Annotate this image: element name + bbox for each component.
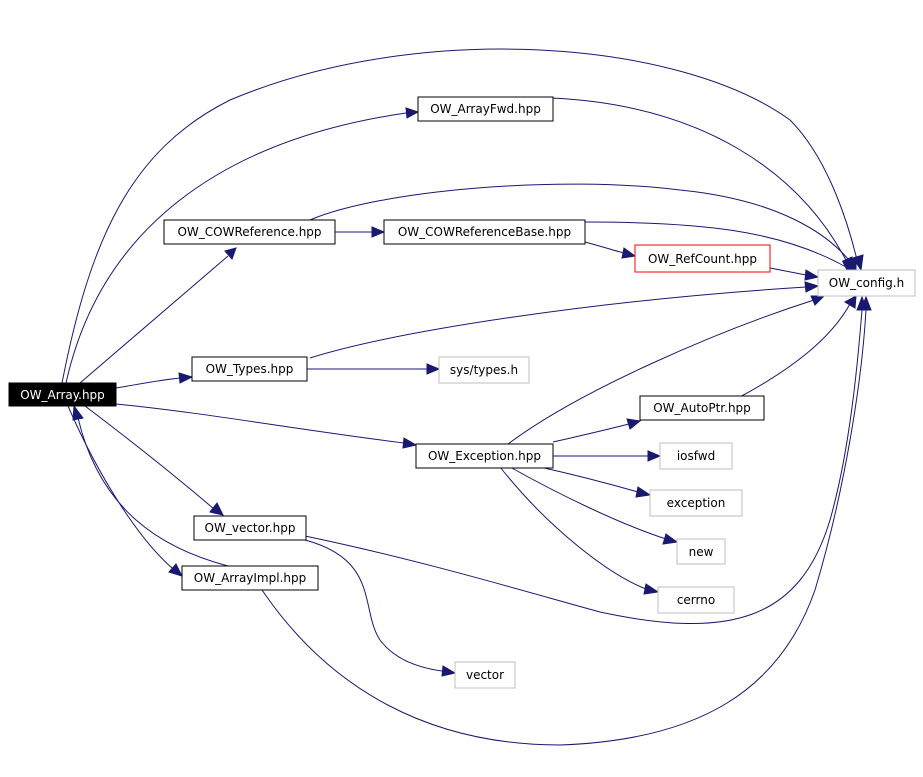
node-ow-refcount[interactable]: OW_RefCount.hpp (634, 244, 771, 273)
node-box (649, 489, 743, 517)
node-label: OW_config.h (829, 276, 904, 290)
arrowhead (168, 563, 183, 577)
arrowhead (371, 226, 386, 238)
node-box (657, 586, 735, 614)
node-box (639, 395, 765, 421)
edge-cowreferencebase-to-refcount (584, 241, 625, 254)
node-ow-array[interactable]: OW_Array.hpp (8, 382, 117, 407)
arrowhead (621, 247, 637, 259)
node-ow-arrayimpl[interactable]: OW_ArrayImpl.hpp (181, 565, 319, 591)
node-label: sys/types.h (450, 363, 518, 377)
node-label: cerrno (677, 593, 715, 607)
edge-array-to-vector (84, 405, 215, 510)
arrowhead (804, 281, 820, 293)
node-box (181, 565, 319, 591)
arrowhead (804, 269, 820, 281)
edge-ow-vector-to-config (304, 309, 863, 625)
node-ow-config[interactable]: OW_config.h (817, 269, 916, 297)
arrowhead (662, 533, 679, 545)
edge-array-to-arrayimpl (67, 405, 173, 569)
arrowhead (635, 486, 652, 498)
node-box (417, 96, 554, 122)
arrowhead (810, 295, 826, 306)
node-box (163, 219, 336, 245)
arrowhead (402, 437, 418, 449)
node-label: OW_COWReference.hpp (177, 225, 321, 239)
node-label: OW_Types.hpp (206, 362, 294, 376)
edge-exception-to-config (507, 299, 815, 445)
edge-autoptr-to-config (737, 303, 851, 399)
arrowhead (441, 665, 457, 677)
edge-array-to-exception (115, 403, 405, 444)
node-ow-cowreference[interactable]: OW_COWReference.hpp (163, 219, 336, 245)
node-label: new (689, 545, 714, 559)
arrowhead (843, 295, 857, 309)
arrowhead (405, 107, 420, 119)
node-label: vector (466, 668, 504, 682)
node-label: exception (667, 496, 726, 510)
node-label: OW_Array.hpp (20, 388, 105, 402)
edge-array-to-types (115, 377, 181, 389)
edge-cowreferencebase-to-config (584, 221, 847, 268)
arrowhead (426, 363, 441, 375)
node-label: OW_vector.hpp (205, 521, 296, 535)
node-box (193, 515, 307, 541)
edge-exception-to-exception (539, 466, 639, 493)
node-label: OW_AutoPtr.hpp (653, 401, 751, 415)
node-vector[interactable]: vector (454, 661, 516, 689)
node-ow-cowreferencebase[interactable]: OW_COWReferenceBase.hpp (383, 219, 586, 245)
node-box (676, 538, 726, 565)
node-box (383, 219, 586, 245)
edge-ow-vector-to-vector (304, 539, 443, 672)
node-ow-autoptr[interactable]: OW_AutoPtr.hpp (639, 395, 765, 421)
edge-types-to-config (309, 286, 807, 359)
edge-refcount-to-config (769, 267, 807, 276)
arrowhead (643, 583, 660, 595)
node-ow-types[interactable]: OW_Types.hpp (191, 356, 308, 382)
node-box (817, 269, 916, 297)
arrowhead (209, 502, 224, 516)
edge-exception-to-new (509, 466, 667, 540)
edge-cowreference-to-config (309, 183, 853, 265)
node-ow-vector[interactable]: OW_vector.hpp (193, 515, 307, 541)
edges (61, 48, 872, 746)
node-box (8, 382, 117, 407)
edge-array-to-arrayfwd (65, 112, 407, 384)
arrowhead (72, 404, 84, 421)
node-box (415, 443, 554, 469)
node-label: iosfwd (677, 449, 715, 463)
node-box (438, 356, 530, 384)
node-cerrno[interactable]: cerrno (657, 586, 735, 614)
edge-array-to-config-top (61, 48, 859, 384)
node-sys-types[interactable]: sys/types.h (438, 356, 530, 384)
node-exception[interactable]: exception (649, 489, 743, 517)
nodes: OW_Array.hpp OW_ArrayFwd.hpp OW_COWRefer… (8, 96, 916, 689)
node-new[interactable]: new (676, 538, 726, 565)
arrowhead (647, 450, 662, 462)
node-label: OW_ArrayFwd.hpp (430, 102, 541, 116)
arrowhead (860, 295, 872, 311)
node-box (634, 244, 771, 273)
node-label: OW_COWReferenceBase.hpp (398, 225, 571, 239)
node-box (191, 356, 308, 382)
node-iosfwd[interactable]: iosfwd (659, 442, 733, 470)
arrowhead (224, 247, 237, 260)
edge-exception-to-autoptr (552, 423, 630, 443)
node-ow-exception[interactable]: OW_Exception.hpp (415, 443, 554, 469)
node-label: OW_RefCount.hpp (648, 252, 757, 266)
edge-arrayimpl-to-config (261, 309, 867, 746)
node-box (454, 661, 516, 689)
node-ow-arrayfwd[interactable]: OW_ArrayFwd.hpp (417, 96, 554, 122)
edge-array-to-cowreference (79, 255, 229, 384)
node-box (659, 442, 733, 470)
edge-arrayfwd-to-config (551, 97, 849, 265)
arrowhead (626, 418, 642, 430)
node-label: OW_Exception.hpp (428, 449, 541, 463)
arrowhead (846, 256, 857, 272)
edge-arrayimpl-to-array (77, 417, 229, 567)
arrowhead (178, 372, 194, 384)
edge-exception-to-cerrno (499, 466, 647, 590)
node-label: OW_ArrayImpl.hpp (194, 571, 306, 585)
